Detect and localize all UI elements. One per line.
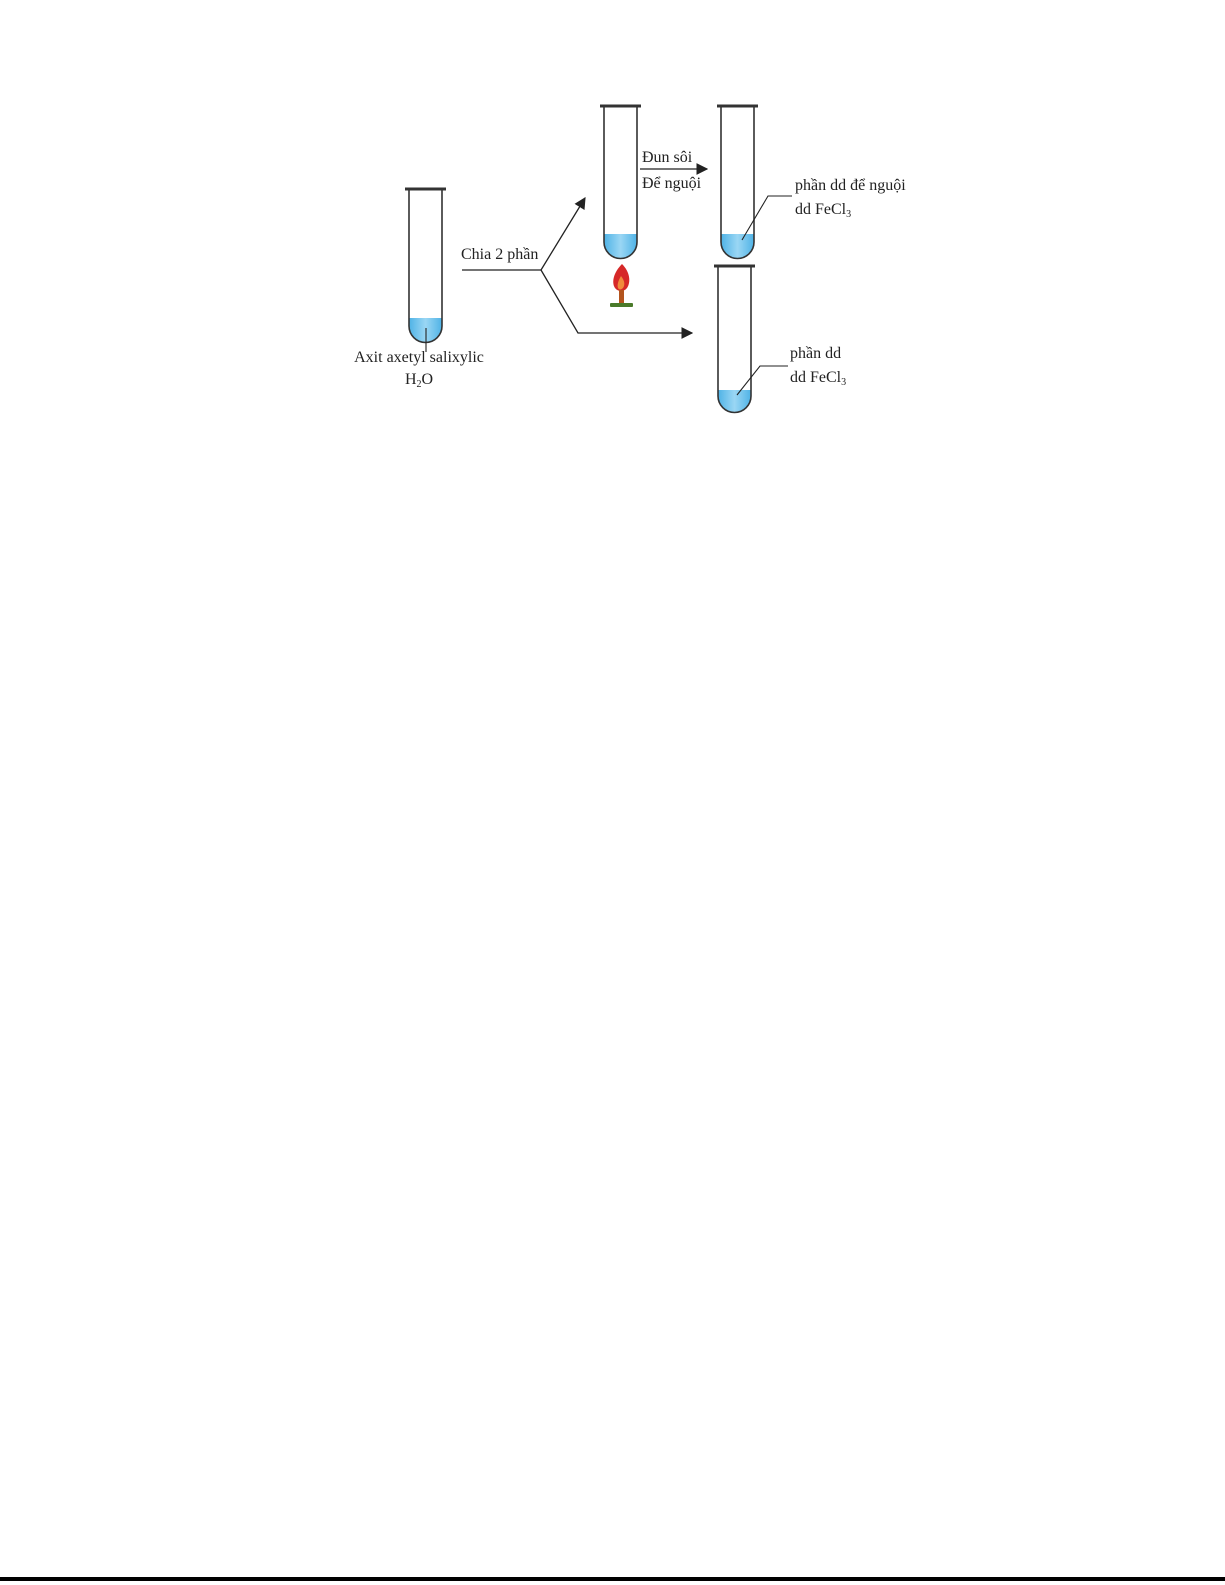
burner [610, 264, 633, 307]
tube-heated [600, 106, 641, 259]
leader-top-tube [742, 196, 792, 240]
top-tube-label-line1: phần dd để nguội [795, 177, 906, 194]
burner-tube [619, 290, 624, 304]
bottom-fecl-base: dd FeCl [790, 369, 842, 386]
reagent-solvent-label: H2O [405, 371, 433, 390]
tube-unheated [714, 266, 755, 413]
bottom-tube-label-line2: dd FeCl3 [790, 369, 846, 388]
split-arrows [462, 198, 692, 333]
cool-label: Để nguội [642, 175, 702, 192]
tube-cooled [717, 106, 758, 259]
split-label: Chia 2 phần [461, 246, 538, 263]
tube-start [405, 189, 446, 343]
split-arrow-up [541, 198, 585, 270]
top-tube-label-line2: dd FeCl3 [795, 201, 851, 220]
solvent-base: H [405, 371, 417, 388]
page-bottom-rule [0, 1577, 1225, 1581]
bottom-fecl-subscript: 3 [841, 377, 846, 388]
bottom-tube-label-line1: phần dd [790, 345, 841, 362]
burner-base [610, 303, 633, 307]
solvent-rest: O [422, 371, 434, 388]
reagent-name-label: Axit axetyl salixylic [354, 349, 484, 366]
boil-label: Đun sôi [642, 149, 693, 166]
top-fecl-base: dd FeCl [795, 201, 847, 218]
top-fecl-subscript: 3 [846, 209, 851, 220]
tube-unheated-liquid [718, 390, 751, 413]
